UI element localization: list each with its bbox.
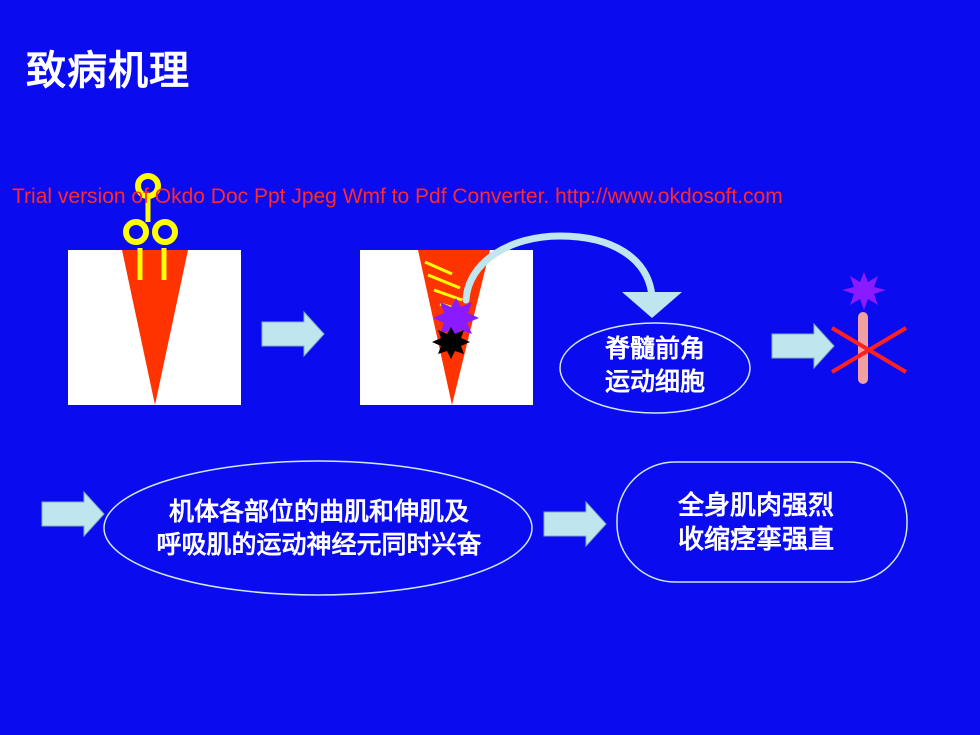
wound-panel-1 xyxy=(68,250,241,405)
motor-neuron-label-line-2: 运动细胞 xyxy=(604,366,705,396)
arrow-icon xyxy=(261,310,325,358)
spasm-box xyxy=(616,461,908,583)
motor-neuron-label-line-1: 脊髓前角 xyxy=(604,334,705,363)
motor-neuron-label: 脊髓前角 运动细胞 xyxy=(570,333,740,398)
black-burst-icon xyxy=(432,327,470,359)
arrow-icon xyxy=(41,490,105,538)
toxin-molecule-icon xyxy=(123,173,178,280)
watermark-text: Trial version of Okdo Doc Ppt Jpeg Wmf t… xyxy=(12,185,783,208)
excitation-oval xyxy=(103,460,533,596)
excitation-label-line-2: 呼吸肌的运动神经元同时兴奋 xyxy=(156,529,482,559)
page-title: 致病机理 xyxy=(26,48,190,94)
wound-panel-2 xyxy=(360,250,533,405)
spasm-label-line-1: 全身肌肉强烈 xyxy=(677,491,834,521)
motor-neuron-oval xyxy=(559,322,751,414)
blocked-neuron-icon xyxy=(830,272,908,384)
excitation-label: 机体各部位的曲肌和伸肌及 呼吸肌的运动神经元同时兴奋 xyxy=(100,496,538,561)
curved-arrow-icon xyxy=(462,232,682,318)
wound-wedge-1 xyxy=(122,250,188,405)
purple-burst-icon xyxy=(433,298,479,341)
excitation-label-line-1: 机体各部位的曲肌和伸肌及 xyxy=(168,497,469,526)
spasm-label-line-2: 收缩痉挛强直 xyxy=(677,524,834,555)
arrow-icon xyxy=(543,500,607,548)
spasm-label: 全身肌肉强烈 收缩痉挛强直 xyxy=(626,490,886,558)
arrow-icon xyxy=(771,322,835,370)
